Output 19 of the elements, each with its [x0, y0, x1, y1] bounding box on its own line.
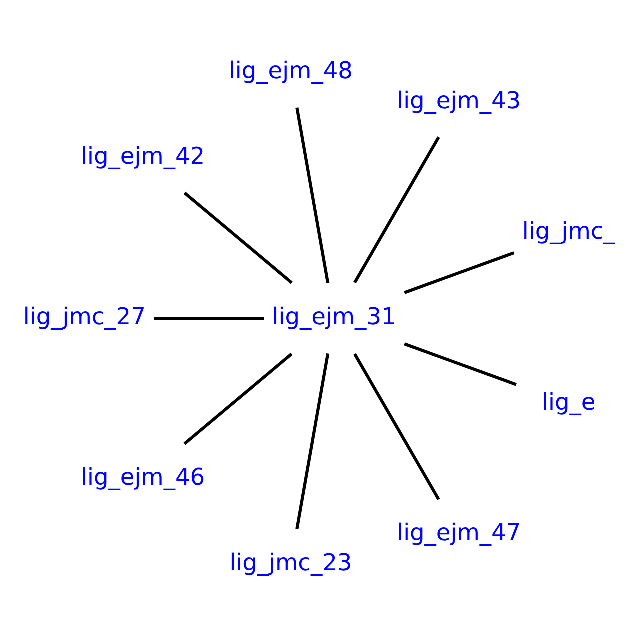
node-text: lig_jmc_	[522, 218, 616, 245]
node-text: lig_ejm_43	[397, 86, 522, 114]
connector	[296, 352, 330, 529]
node-text: lig_e	[542, 388, 596, 416]
connector	[184, 352, 293, 445]
node-text: lig_ejm_31	[272, 303, 396, 330]
connector	[184, 191, 293, 284]
connector	[354, 136, 440, 284]
connector	[404, 342, 517, 386]
node-text: lig_jmc_27	[23, 303, 146, 330]
connector	[404, 251, 515, 294]
node-text: lig_ejm_46	[81, 463, 206, 490]
node-text: lig_ejm_42	[81, 142, 206, 170]
connector	[354, 352, 440, 500]
connector	[154, 316, 264, 320]
node-text: lig_ejm_47	[397, 519, 522, 546]
node-text: lig_jmc_23	[230, 548, 352, 576]
connector	[296, 107, 330, 284]
node-text: lig_ejm_48	[228, 57, 353, 84]
